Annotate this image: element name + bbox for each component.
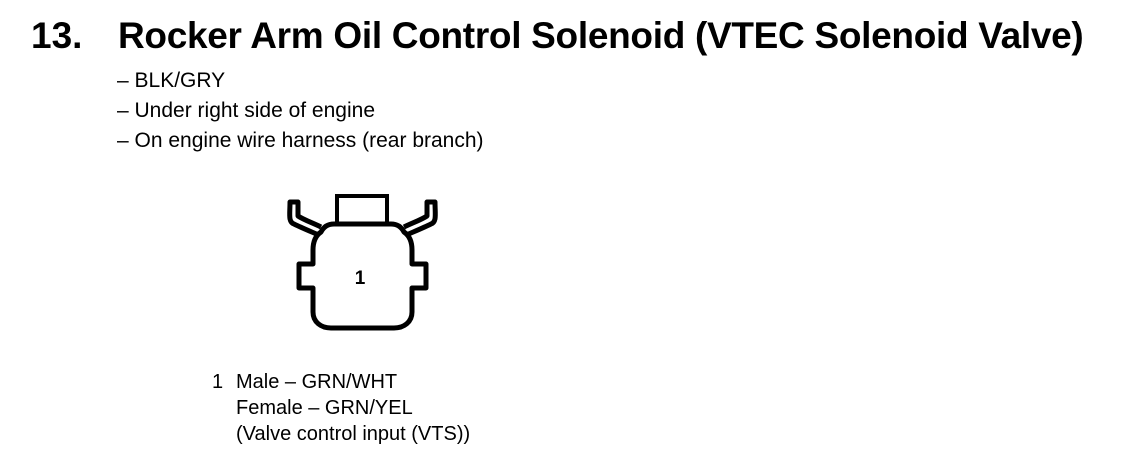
connector-latch (335, 194, 389, 226)
pin-number: 1 (212, 371, 224, 393)
pin-function: (Valve control input (VTS)) (236, 423, 471, 445)
pin-male-wire: Male – GRN/WHT (236, 371, 398, 393)
connector-diagram: 1 (287, 194, 438, 331)
section-number: 13. (31, 15, 83, 56)
wire-color-detail: – BLK/GRY (117, 69, 226, 92)
connector-housing (296, 221, 429, 331)
component-details: – BLK/GRY – Under right side of engine –… (117, 66, 484, 156)
section-title: Rocker Arm Oil Control Solenoid (VTEC So… (118, 15, 1084, 56)
pin-female-wire: Female – GRN/YEL (236, 397, 413, 419)
harness-detail: – On engine wire harness (rear branch) (117, 129, 484, 152)
connector-terminal-label: 1 (355, 268, 366, 289)
pin-description: Male – GRN/WHT Female – GRN/YEL (Valve c… (236, 369, 470, 447)
location-detail: – Under right side of engine (117, 99, 375, 122)
connector-left-clip (287, 199, 323, 239)
connector-right-clip (402, 199, 438, 239)
